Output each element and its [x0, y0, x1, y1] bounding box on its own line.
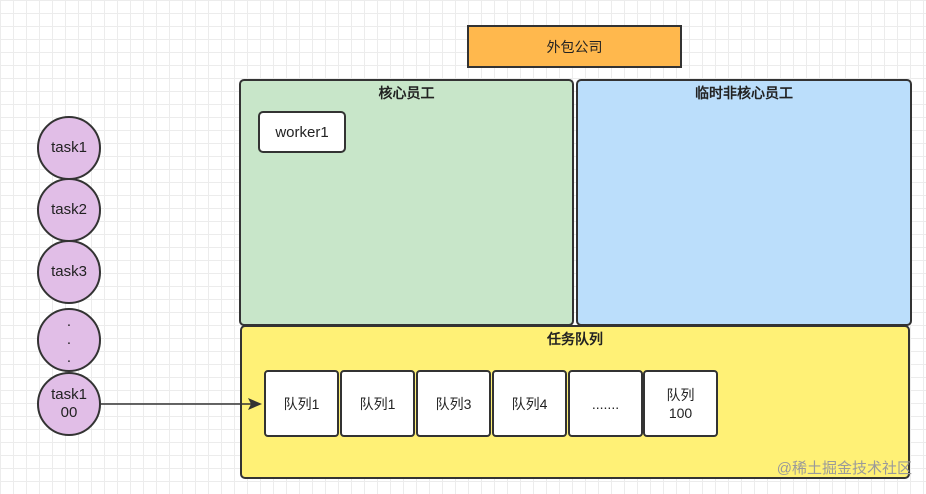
task-node: task1	[37, 116, 101, 180]
outsourcing-company-label: 外包公司	[546, 38, 603, 55]
temp-staff-region: 临时非核心员工	[576, 79, 912, 326]
queue-box: 队列1	[264, 370, 339, 437]
task-node: task2	[37, 178, 101, 242]
task-ellipsis-node: . . .	[37, 308, 101, 372]
queue-box: 队列1	[340, 370, 415, 437]
worker-label: worker1	[275, 123, 329, 141]
core-staff-title: 核心员工	[378, 85, 435, 101]
outsourcing-company-box: 外包公司	[467, 25, 682, 68]
temp-staff-title: 临时非核心员工	[695, 85, 793, 101]
watermark-text: @稀土掘金技术社区	[776, 460, 912, 477]
queue-box: 队列3	[416, 370, 491, 437]
task-queue-title: 任务队列	[547, 331, 603, 347]
queue-box: 队列4	[492, 370, 567, 437]
task-node: task1 00	[37, 372, 101, 436]
task-node: task3	[37, 240, 101, 304]
queue-ellipsis-box: .......	[568, 370, 643, 437]
queue-box: 队列 100	[643, 370, 718, 437]
worker-node: worker1	[258, 111, 346, 153]
